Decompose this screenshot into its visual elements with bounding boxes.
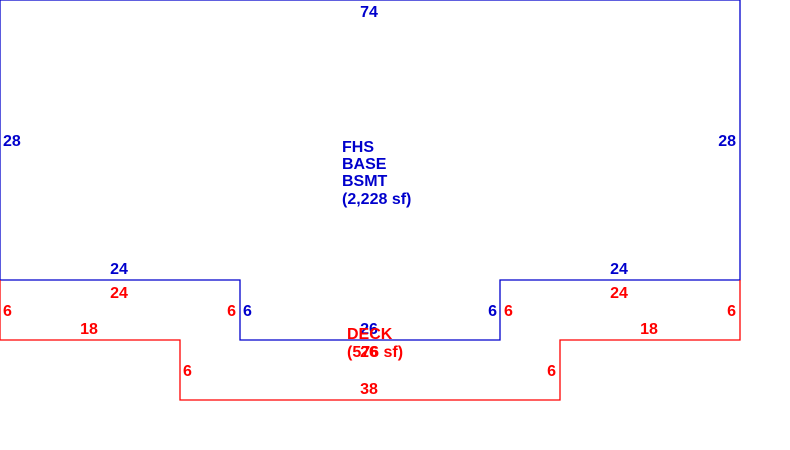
deck-dim-step-right: 6: [547, 363, 556, 380]
deck-area-label: DECK (576 sf): [347, 326, 403, 361]
deck-dim-bottom: 38: [360, 381, 378, 398]
deck-dim-top-left: 24: [110, 285, 128, 302]
base-dim-bottom-left: 24: [110, 261, 128, 278]
deck-area-name: DECK: [347, 326, 393, 343]
deck-dim-outer-right: 6: [727, 303, 736, 320]
base-dim-bottom-right: 24: [610, 261, 628, 278]
base-dim-right: 28: [718, 133, 736, 150]
base-area-name-line2: BASE: [342, 156, 387, 173]
base-area-label: FHS BASE BSMT (2,228 sf): [342, 139, 411, 208]
base-area-outline: [0, 0, 741, 341]
deck-area-size: (576 sf): [347, 344, 403, 361]
base-area-name-line3: BSMT: [342, 173, 388, 190]
deck-dim-top-right: 24: [610, 285, 628, 302]
base-dim-bottom-center: 26: [360, 321, 378, 338]
deck-dim-top-center: 26: [360, 344, 378, 361]
deck-dim-outer-left: 6: [3, 303, 12, 320]
deck-area-outline: [0, 280, 741, 401]
deck-dim-inner-right: 6: [504, 303, 513, 320]
deck-dim-mid-right: 18: [640, 321, 658, 338]
deck-dim-step-left: 6: [183, 363, 192, 380]
base-dim-left: 28: [3, 133, 21, 150]
base-dim-top: 74: [360, 4, 378, 21]
base-dim-step-right: 6: [488, 303, 497, 320]
base-dim-step-left: 6: [243, 303, 252, 320]
deck-dim-inner-left: 6: [227, 303, 236, 320]
base-area-name-line1: FHS: [342, 139, 374, 156]
base-area-size: (2,228 sf): [342, 191, 411, 208]
deck-dim-mid-left: 18: [80, 321, 98, 338]
